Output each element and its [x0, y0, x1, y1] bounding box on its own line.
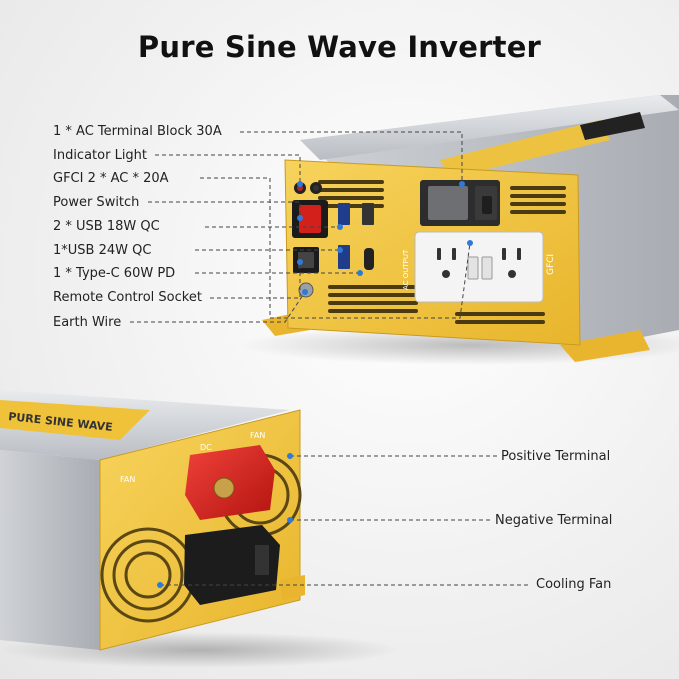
fan-print-right: FAN	[250, 431, 265, 440]
top-inverter: GFCI AC OUTPUT	[240, 95, 679, 365]
bottom-inverter: PURE SINE WAVE FAN FAN DC	[0, 390, 400, 668]
callout-cooling-fan: Cooling Fan	[536, 577, 612, 592]
callout-remote-socket: Remote Control Socket	[53, 290, 202, 305]
callout-gfci: GFCI 2 * AC * 20A	[53, 171, 169, 186]
ac-output-print: AC OUTPUT	[402, 249, 410, 290]
callout-power-switch: Power Switch	[53, 195, 140, 210]
dc-print: DC	[200, 443, 212, 452]
callout-positive-terminal: Positive Terminal	[501, 449, 611, 464]
callout-negative-terminal: Negative Terminal	[495, 513, 613, 528]
callout-earth-wire: Earth Wire	[53, 315, 122, 330]
callout-indicator-light: Indicator Light	[53, 148, 148, 163]
callout-lines	[130, 131, 530, 586]
callout-dots	[157, 181, 473, 588]
page-title: Pure Sine Wave Inverter	[137, 30, 542, 64]
callout-type-c: 1 * Type-C 60W PD	[53, 266, 176, 281]
callout-usb-18w: 2 * USB 18W QC	[53, 219, 160, 234]
callout-ac-terminal-block: 1 * AC Terminal Block 30A	[53, 124, 222, 139]
fan-print-left: FAN	[120, 475, 135, 484]
callout-usb-24w: 1*USB 24W QC	[53, 243, 152, 258]
gfci-print: GFCI	[546, 254, 556, 275]
